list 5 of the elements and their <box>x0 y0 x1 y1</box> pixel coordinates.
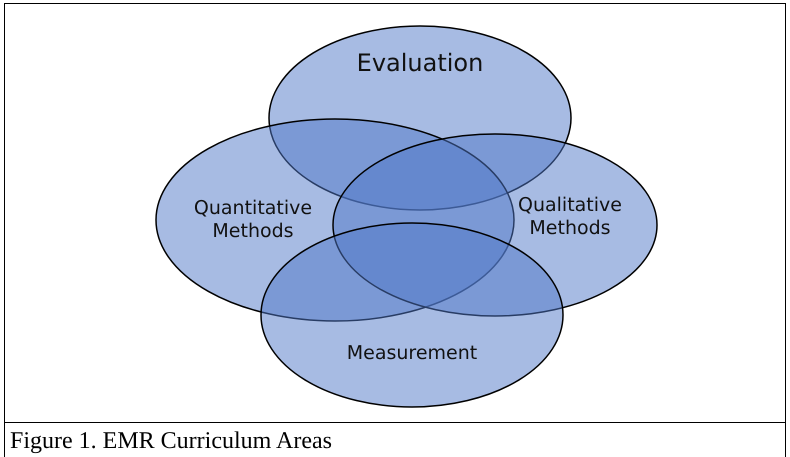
area-label: Evaluation <box>356 48 484 78</box>
area-label: Qualitative Methods <box>517 194 623 240</box>
area-label: Measurement <box>346 342 478 364</box>
area-label: Quantitative Methods <box>192 197 314 243</box>
figure-caption: Figure 1. EMR Curriculum Areas <box>10 428 332 455</box>
